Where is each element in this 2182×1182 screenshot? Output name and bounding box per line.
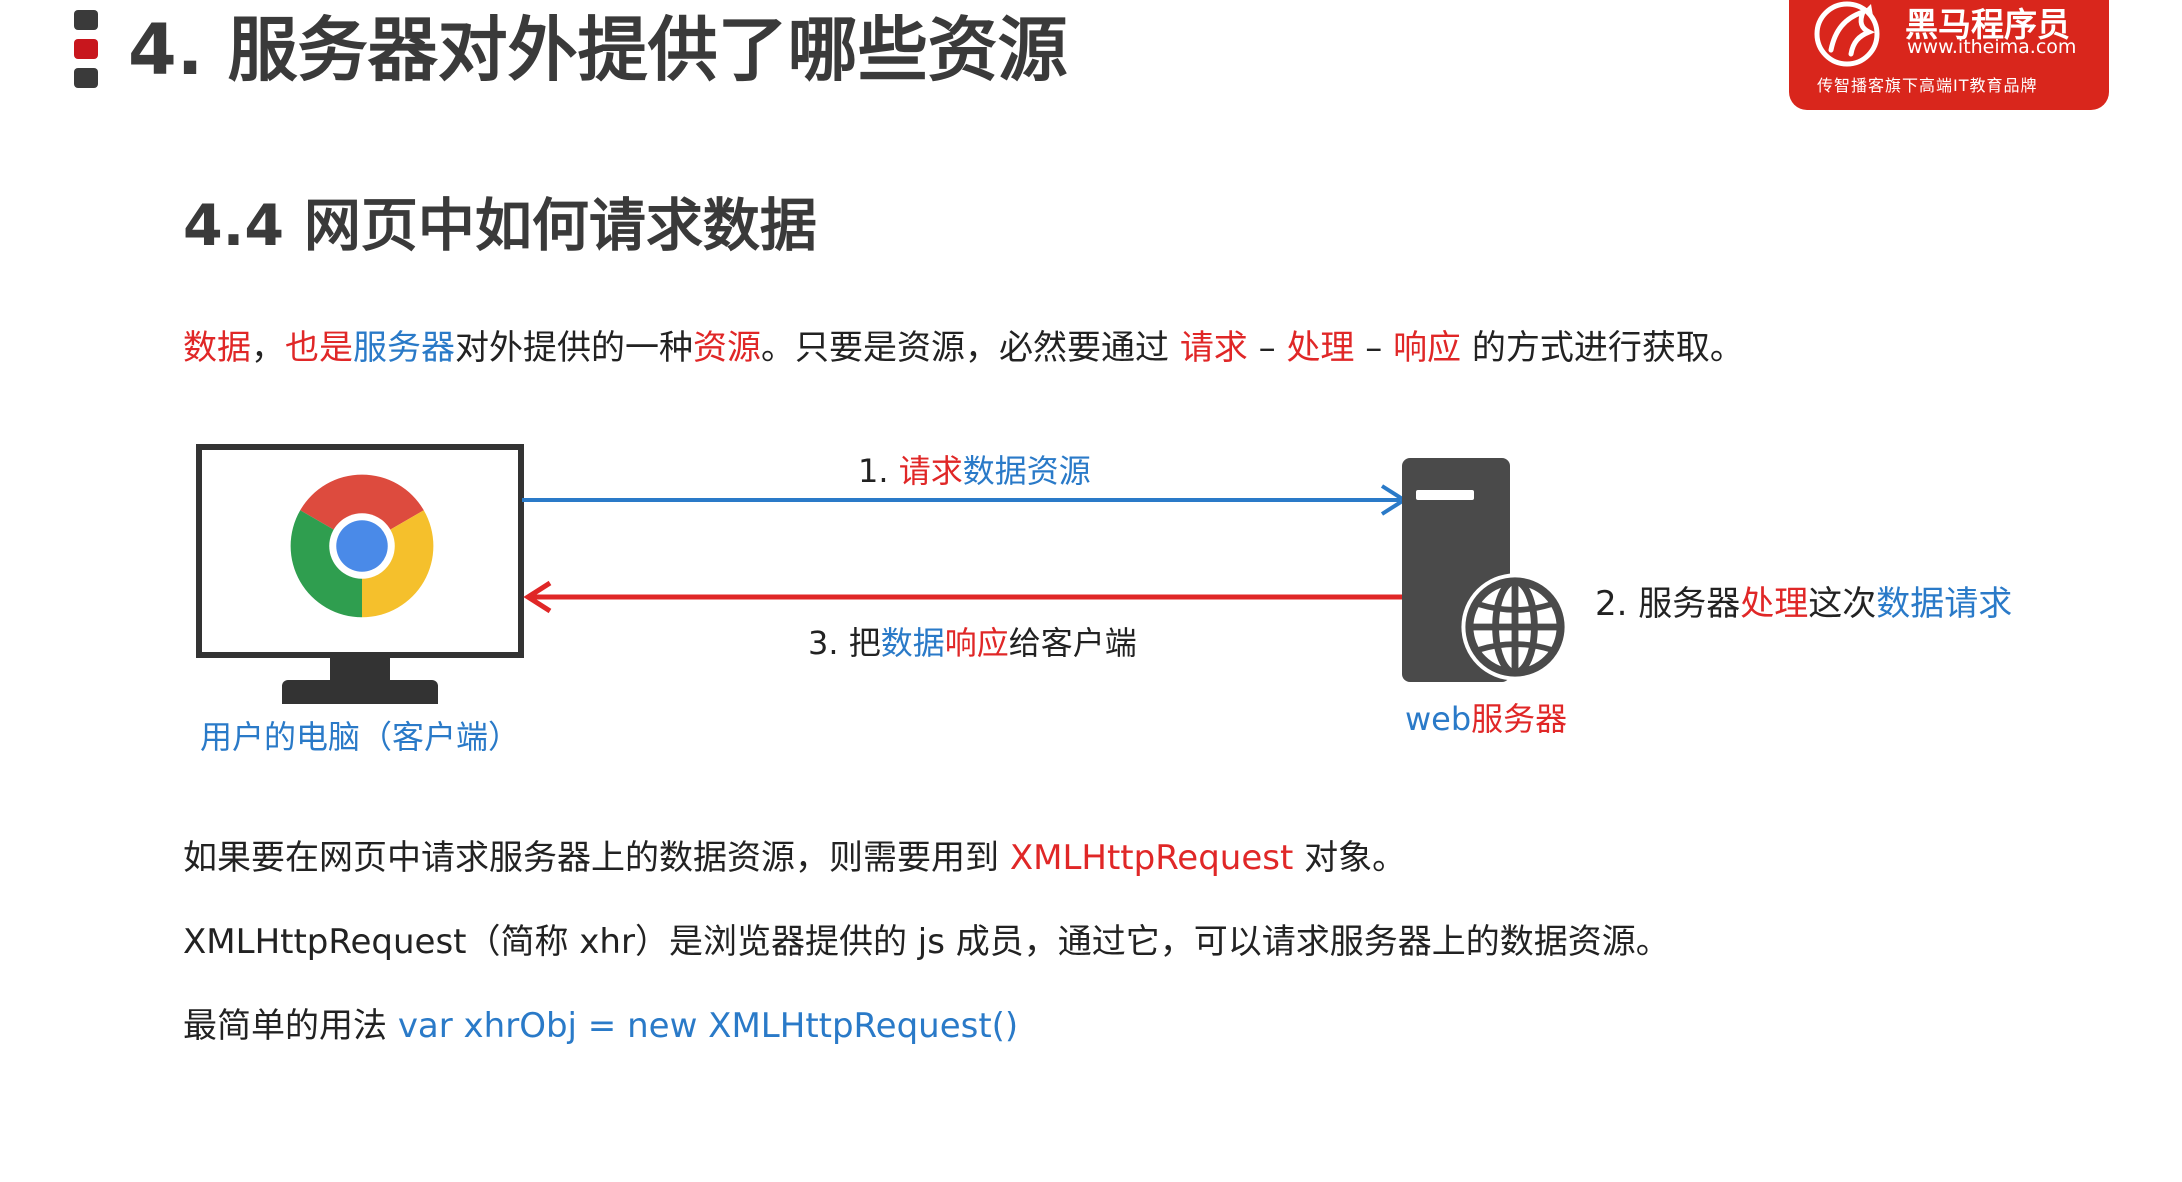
response-arrowhead [523,580,552,614]
arrow1-data-resource: 数据资源 [962,452,1091,490]
request-response-arrows [522,484,1408,614]
horse-logo-icon [1814,1,1880,67]
arrow3-label: 3. 把数据响应给客户端 [808,618,1137,664]
xhr-description-line: XMLHttpRequest（简称 xhr）是浏览器提供的 js 成员，通过它，… [183,922,1670,962]
arrow1-request: 请求 [898,452,963,490]
intro-text-provide: 对外提供的一种 [455,328,693,368]
xhr-intro-text: 如果要在网页中请求服务器上的数据资源，则需要用到 [183,838,1010,878]
brand-slogan: 传智播客旗下高端IT教育品牌 [1817,76,2038,95]
bullet-bars-icon [74,10,98,88]
arrow3-data: 数据 [880,624,945,662]
xhr-intro-line: 如果要在网页中请求服务器上的数据资源，则需要用到 XMLHttpRequest … [183,830,1406,879]
server-label-web: web [1405,700,1472,738]
intro-text-comma: ， [251,328,285,368]
step2-data-request: 数据请求 [1876,584,2013,624]
server-label-server: 服务器 [1471,700,1568,738]
page-title: 4. 服务器对外提供了哪些资源 [128,9,1068,91]
xhr-usage-code: var xhrObj = new XMLHttpRequest() [397,1006,1019,1046]
globe-icon [1461,573,1569,681]
intro-text-server: 服务器 [353,328,455,368]
intro-text-dash1: – [1247,328,1287,368]
chrome-logo-icon [290,474,434,618]
xhr-usage-text: 最简单的用法 [183,1006,398,1046]
brand-logo: 黑马程序员 www.itheima.com 传智播客旗下高端IT教育品牌 [1789,0,2109,110]
xhr-usage-line: 最简单的用法 var xhrObj = new XMLHttpRequest() [183,998,1018,1047]
arrow1-label: 1. 请求数据资源 [858,446,1091,492]
step2-label: 2. 服务器处理这次数据请求 [1595,576,2012,625]
step2-server: 2. 服务器 [1595,584,1741,624]
intro-text-via: 。只要是资源，必然要通过 [761,328,1180,368]
xhr-intro-end: 对象。 [1293,838,1407,878]
server-label: web服务器 [1405,694,1567,740]
intro-text-resource: 资源 [693,328,761,368]
brand-url: www.itheima.com [1907,36,2077,58]
section-title: 4.4 网页中如何请求数据 [183,193,817,259]
arrow3-response: 响应 [944,624,1009,662]
intro-text-data: 数据 [183,328,251,368]
step2-process: 处理 [1740,584,1809,624]
xhr-name: XMLHttpRequest [1009,838,1294,878]
step2-this: 这次 [1808,584,1877,624]
intro-text-response: 响应 [1393,328,1462,368]
arrow3-num: 3. 把 [808,624,881,662]
intro-text-process: 处理 [1286,328,1355,368]
intro-text-also: 也是 [285,328,353,368]
intro-text-request: 请求 [1179,328,1248,368]
client-label: 用户的电脑（客户端） [200,718,521,756]
arrow1-num: 1. [858,452,899,490]
server-tower-icon [1402,458,1572,694]
intro-text-dash2: – [1354,328,1394,368]
brand-name: 黑马程序员 [1905,5,2070,44]
arrow3-to-client: 给客户端 [1008,624,1137,662]
intro-paragraph: 数据，也是服务器对外提供的一种资源。只要是资源，必然要通过 请求 – 处理 – … [183,320,1744,369]
intro-text-end: 的方式进行获取。 [1461,328,1744,368]
